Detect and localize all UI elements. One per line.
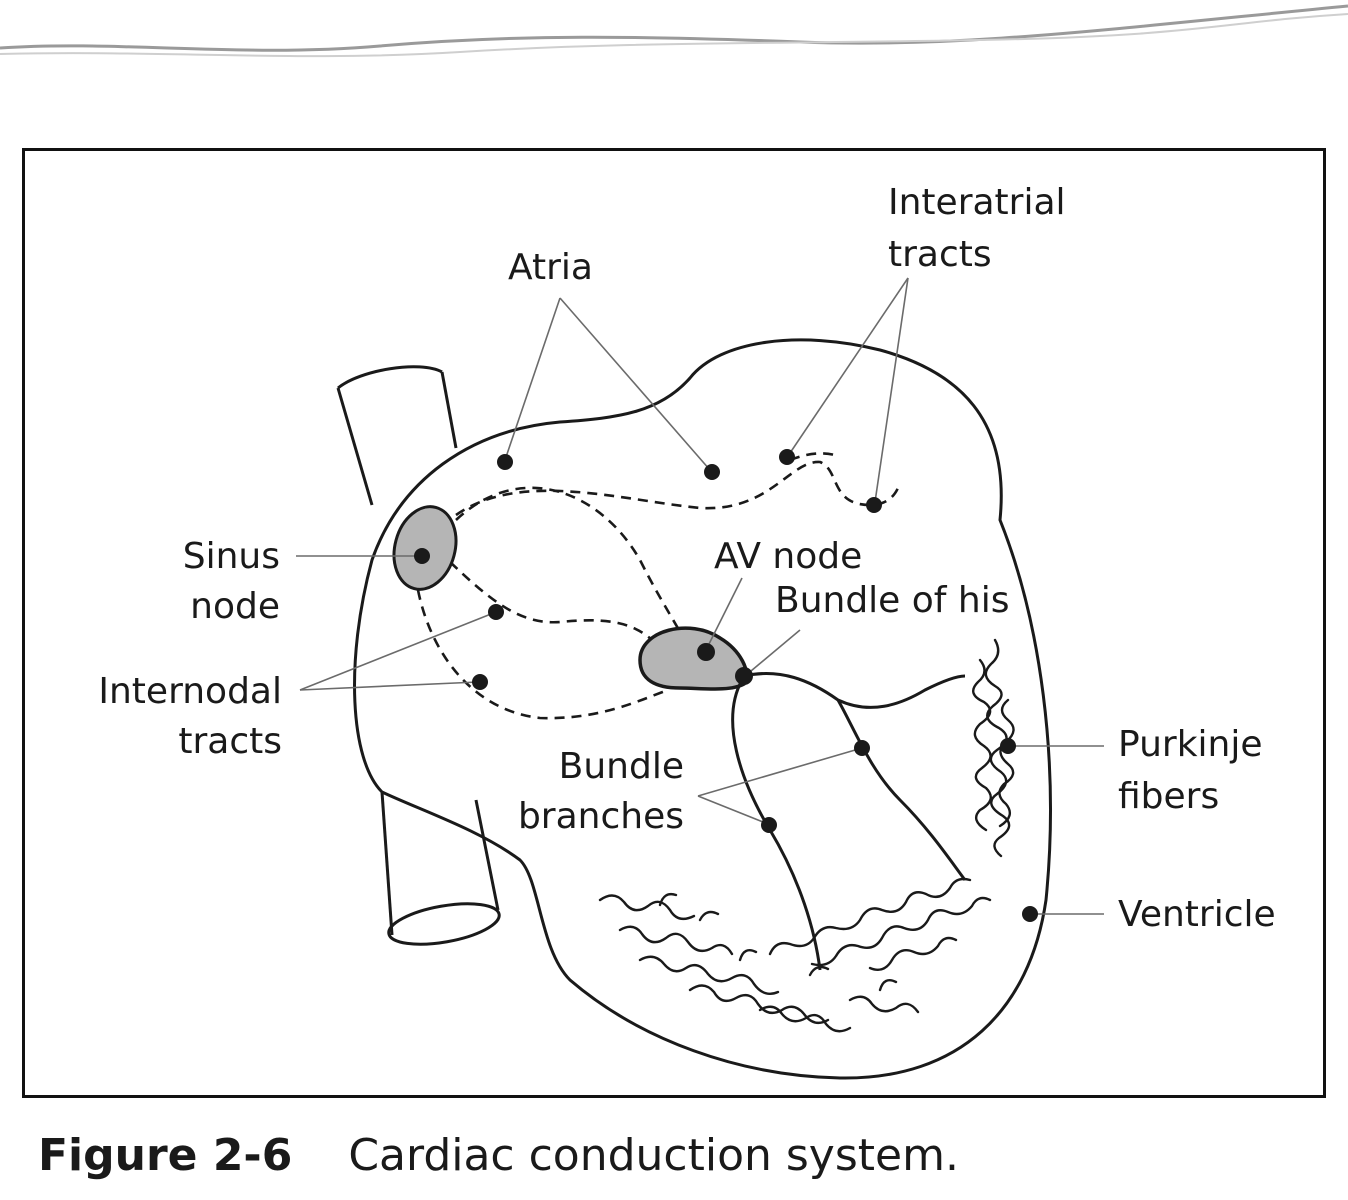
figure-caption-text: Cardiac conduction system. [348, 1130, 959, 1181]
label-sinus-line2: node [190, 586, 280, 627]
label-purkinje-line1: Purkinje [1118, 724, 1263, 765]
label-bundle-branches-line1: Bundle [559, 746, 684, 787]
interatrial-tract [455, 460, 900, 517]
figure-caption: Figure 2-6 Cardiac conduction system. [38, 1130, 959, 1181]
label-av-node: AV node [714, 536, 862, 577]
label-internodal-line1: Internodal [98, 671, 282, 712]
label-purkinje-line2: fibers [1118, 776, 1219, 817]
purkinje-fibers [598, 638, 1015, 1033]
internodal-tracts [416, 486, 692, 720]
label-interatrial-line2: tracts [888, 234, 992, 275]
label-internodal-line2: tracts [178, 721, 282, 762]
label-bundle-of-his: Bundle of his [775, 580, 1010, 621]
vena-cava [336, 365, 501, 946]
heart-outline [353, 338, 1052, 1080]
label-interatrial-line1: Interatrial [888, 182, 1066, 223]
label-ventricle: Ventricle [1118, 894, 1276, 935]
label-bundle-branches-line2: branches [518, 796, 684, 837]
sinus-node [392, 505, 458, 591]
av-node [638, 626, 749, 691]
label-atria: Atria [508, 247, 593, 288]
figure-number: Figure 2-6 [38, 1130, 293, 1181]
label-sinus-line1: Sinus [183, 536, 280, 577]
torn-page-edge [0, 4, 1348, 58]
leader-lines [296, 277, 1104, 915]
figure-frame [22, 148, 1326, 1098]
marker-dots [414, 449, 1038, 922]
